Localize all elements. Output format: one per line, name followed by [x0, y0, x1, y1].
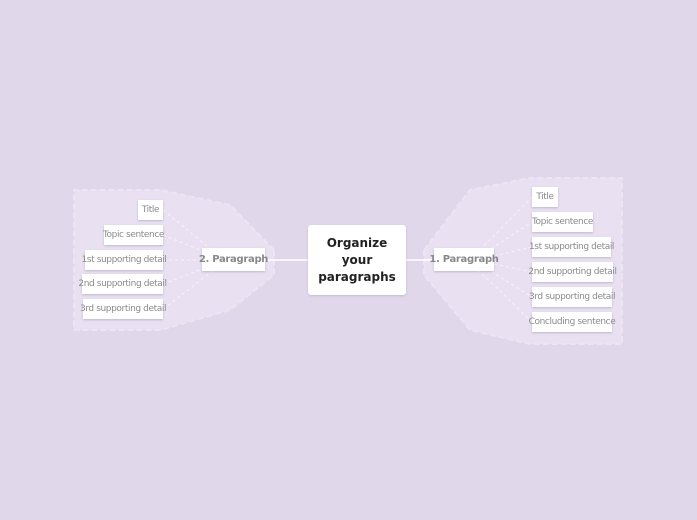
paragraph-2-2nd-supporting-detail[interactable]: 2nd supporting detail	[78, 274, 167, 294]
paragraph-1-3rd-supporting-detail[interactable]: 3rd supporting detail	[529, 287, 615, 307]
paragraph-2-title[interactable]: Title	[138, 200, 163, 220]
left-child-connectors	[162, 209, 215, 310]
topic-paragraph-1[interactable]: 1. Paragraph	[429, 248, 499, 271]
right-child-connectors	[477, 196, 533, 323]
paragraph-2-1st-supporting-detail[interactable]: 1st supporting detail	[81, 250, 167, 270]
central-topic[interactable]: Organize your paragraphs	[308, 225, 406, 295]
paragraph-1-2nd-supporting-detail[interactable]: 2nd supporting detail	[528, 262, 617, 282]
paragraph-2-topic-sentence[interactable]: Topic sentence	[103, 225, 164, 245]
paragraph-1-concluding-sentence[interactable]: Concluding sentence	[529, 312, 616, 332]
paragraph-1-topic-sentence[interactable]: Topic sentence	[532, 212, 593, 232]
topic-paragraph-2[interactable]: 2. Paragraph	[199, 248, 268, 271]
paragraph-1-title[interactable]: Title	[532, 187, 558, 207]
central-topic-line-2: your	[341, 252, 373, 267]
central-topic-line-1: Organize	[326, 235, 388, 250]
central-topic-line-3: paragraphs	[318, 269, 396, 284]
paragraph-2-3rd-supporting-detail[interactable]: 3rd supporting detail	[80, 299, 166, 319]
paragraph-1-1st-supporting-detail[interactable]: 1st supporting detail	[529, 237, 614, 257]
